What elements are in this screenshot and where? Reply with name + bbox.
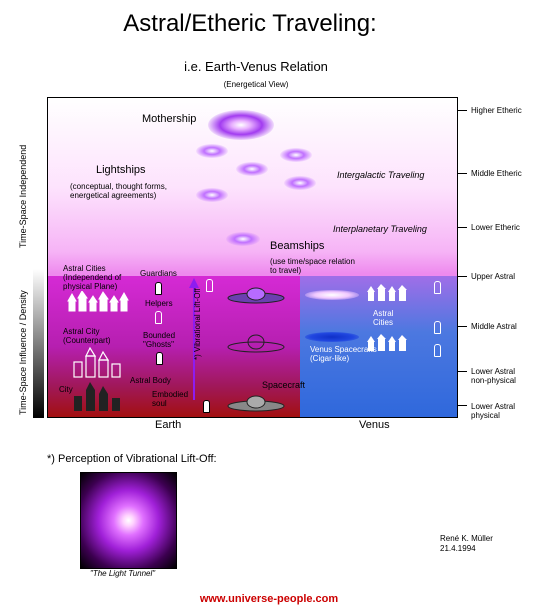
venus-cigar-glow: [305, 290, 359, 300]
bounded-ghosts-label: Bounded "Ghosts": [143, 331, 176, 349]
level-tick: [457, 371, 467, 372]
level-lower-etheric: Lower Etheric: [471, 223, 520, 232]
astral-cities-right-label: Astral Cities: [373, 309, 394, 327]
city-label: City: [59, 385, 73, 394]
beamship-glow: [226, 232, 260, 246]
website-link[interactable]: www.universe-people.com: [199, 593, 339, 605]
footnote: *) Perception of Vibrational Lift-Off:: [47, 453, 217, 465]
intergalactic-label: Intergalactic Traveling: [337, 170, 425, 180]
interplanetary-label: Interplanetary Traveling: [333, 224, 427, 234]
density-gradient-bar: [33, 269, 44, 418]
level-tick: [457, 227, 467, 228]
beamship-saucer-icon: [227, 334, 285, 353]
astral-city-label: Astral City (Counterpart): [63, 327, 111, 345]
earth-label: Earth: [155, 419, 182, 431]
level-tick: [457, 110, 467, 111]
bounded-ghost-icon: [156, 352, 163, 365]
venus-cigar-spacecraft: [305, 332, 359, 342]
guardian-icon: [155, 282, 162, 295]
helper-icon: [155, 311, 162, 324]
level-middle-etheric: Middle Etheric: [471, 169, 522, 178]
venus-being-icon: [434, 321, 441, 334]
beamships-label: Beamships: [270, 240, 325, 252]
axis-label-time-space-influence: Time-Space Influence / Density: [18, 290, 28, 415]
astral-cities-icon: [67, 291, 129, 312]
subtitle-note: (Energetical View): [223, 80, 289, 89]
lightship-glow: [236, 162, 268, 176]
lightship-glow: [196, 144, 228, 158]
date: 21.4.1994: [440, 544, 476, 553]
light-tunnel-image: [80, 472, 177, 569]
astral-body-icon: [206, 279, 213, 292]
level-tick: [457, 405, 467, 406]
helpers-label: Helpers: [145, 299, 173, 308]
level-upper-astral: Upper Astral: [471, 272, 516, 281]
venus-city-icon: [367, 334, 407, 351]
level-lower-astral-non-physical: Lower Astral non-physical: [471, 367, 516, 385]
beamships-note: (use time/space relation to travel): [270, 257, 355, 275]
astral-body-label: Astral Body: [130, 376, 171, 385]
lightship-glow: [280, 148, 312, 162]
level-lower-astral-physical: Lower Astral physical: [471, 402, 516, 420]
mothership-label: Mothership: [142, 113, 197, 125]
venus-astral-cities-icon: [367, 284, 407, 301]
venus-label: Venus: [359, 419, 390, 431]
embodied-soul-label: Embodied soul: [152, 390, 189, 408]
level-tick: [457, 173, 467, 174]
lift-off-arrow-icon: [189, 278, 199, 400]
subtitle: i.e. Earth-Venus Relation: [184, 59, 328, 74]
author: René K. Müller: [440, 534, 493, 543]
tunnel-caption: "The Light Tunnel": [90, 569, 156, 578]
level-tick: [457, 276, 467, 277]
guardians-label: Guardians: [140, 269, 177, 278]
venus-being-icon: [434, 281, 441, 294]
spacecraft-saucer-icon: [227, 395, 285, 412]
mothership-glow: [208, 110, 274, 140]
city-icon: [74, 382, 120, 411]
level-middle-astral: Middle Astral: [471, 322, 517, 331]
embodied-soul-icon: [203, 400, 210, 413]
astral-cities-left-label: Astral Cities (Independend of physical P…: [63, 264, 122, 291]
axis-label-time-space-independend: Time-Space Independend: [18, 144, 28, 248]
lift-off-label: *) Vibrational Lift-Off: [193, 288, 202, 360]
beamship-saucer-icon: [227, 287, 285, 304]
astral-city-counterpart-icon: [73, 346, 121, 378]
page-title: Astral/Etheric Traveling:: [123, 10, 377, 37]
venus-spacecrafts-label: Venus Spacecrafts (Cigar-like): [310, 345, 377, 363]
lightship-glow: [196, 188, 228, 202]
lightships-label: Lightships: [96, 164, 146, 176]
level-higher-etheric: Higher Etheric: [471, 106, 522, 115]
spacecraft-label: Spacecraft: [262, 380, 306, 390]
venus-being-icon: [434, 344, 441, 357]
lightship-glow: [284, 176, 316, 190]
lightships-note: (conceptual, thought forms, energetical …: [70, 182, 167, 200]
level-tick: [457, 326, 467, 327]
diagram-panel: Mothership Lightships (conceptual, thoug…: [47, 97, 458, 418]
